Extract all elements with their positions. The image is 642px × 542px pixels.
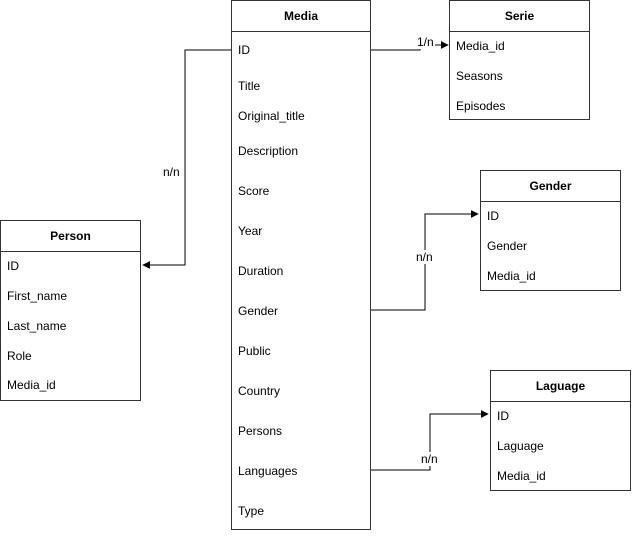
media-field-type: Type: [238, 504, 265, 518]
label-media-gender: n/n: [415, 250, 434, 264]
entity-serie-title: Serie: [450, 1, 589, 32]
media-field-gender: Gender: [238, 304, 279, 318]
media-field-duration: Duration: [238, 264, 284, 278]
media-field-id: ID: [238, 43, 250, 57]
person-field-first-name: First_name: [7, 289, 68, 303]
serie-field-episodes: Episodes: [456, 99, 506, 113]
media-field-public: Public: [238, 344, 271, 358]
language-field-laguage: Laguage: [497, 439, 544, 453]
entity-person-title: Person: [1, 221, 140, 252]
link-media-person: [142, 49, 231, 269]
link-media-language: [371, 410, 489, 471]
gender-field-media-id: Media_id: [487, 269, 536, 283]
media-field-year: Year: [238, 224, 263, 238]
media-field-title: Title: [238, 79, 261, 93]
media-field-languages: Languages: [238, 464, 298, 478]
entity-language-title: Laguage: [491, 371, 630, 402]
person-field-media-id: Media_id: [7, 378, 56, 392]
link-media-serie: [371, 41, 449, 51]
entity-language[interactable]: Laguage ID Laguage Media_id: [490, 370, 631, 491]
entity-media[interactable]: Media ID Title Original_title Descriptio…: [231, 0, 371, 530]
gender-field-id: ID: [487, 209, 499, 223]
entity-serie[interactable]: Serie Media_id Seasons Episodes: [449, 0, 590, 120]
entity-gender-title: Gender: [481, 171, 620, 202]
gender-field-gender: Gender: [487, 239, 528, 253]
entity-person[interactable]: Person ID First_name Last_name Role Medi…: [0, 220, 141, 401]
entity-gender[interactable]: Gender ID Gender Media_id: [480, 170, 621, 291]
label-media-person: n/n: [162, 165, 181, 179]
serie-field-media-id: Media_id: [456, 39, 505, 53]
person-field-id: ID: [7, 259, 19, 273]
media-field-persons: Persons: [238, 424, 283, 438]
media-field-description: Description: [238, 144, 299, 158]
media-field-original-title: Original_title: [238, 109, 305, 123]
language-field-media-id: Media_id: [497, 469, 546, 483]
entity-media-title: Media: [232, 1, 370, 32]
label-media-language: n/n: [420, 452, 439, 466]
language-field-id: ID: [497, 409, 509, 423]
media-field-country: Country: [238, 384, 281, 398]
person-field-role: Role: [7, 349, 32, 363]
media-field-score: Score: [238, 184, 270, 198]
label-media-serie: 1/n: [416, 35, 435, 49]
serie-field-seasons: Seasons: [456, 69, 503, 83]
person-field-last-name: Last_name: [7, 319, 67, 333]
